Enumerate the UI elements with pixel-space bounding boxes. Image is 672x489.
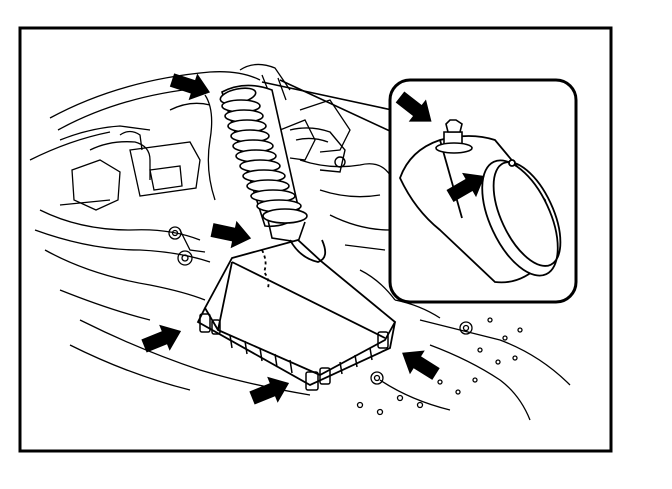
inset-clamp-bolt [435, 119, 473, 154]
detail-inset [388, 78, 578, 304]
arrow-left-clip-icon [141, 324, 182, 353]
arrow-right-clip-icon [402, 350, 440, 380]
engine-bay-background [29, 63, 571, 421]
case-clips [199, 313, 389, 391]
inset-leader-lines [261, 79, 393, 133]
arrow-inset-bolt-icon [395, 91, 432, 122]
intake-hose [219, 84, 308, 243]
arrow-inlet-icon [210, 220, 252, 249]
arrow-hose-clamp-icon [169, 73, 211, 101]
callout-arrows [141, 73, 485, 405]
arrow-front-clip-icon [249, 376, 290, 405]
arrow-inset-flange-icon [446, 172, 485, 203]
hose-bracket [289, 127, 346, 173]
inset-hose-flange [399, 135, 562, 284]
